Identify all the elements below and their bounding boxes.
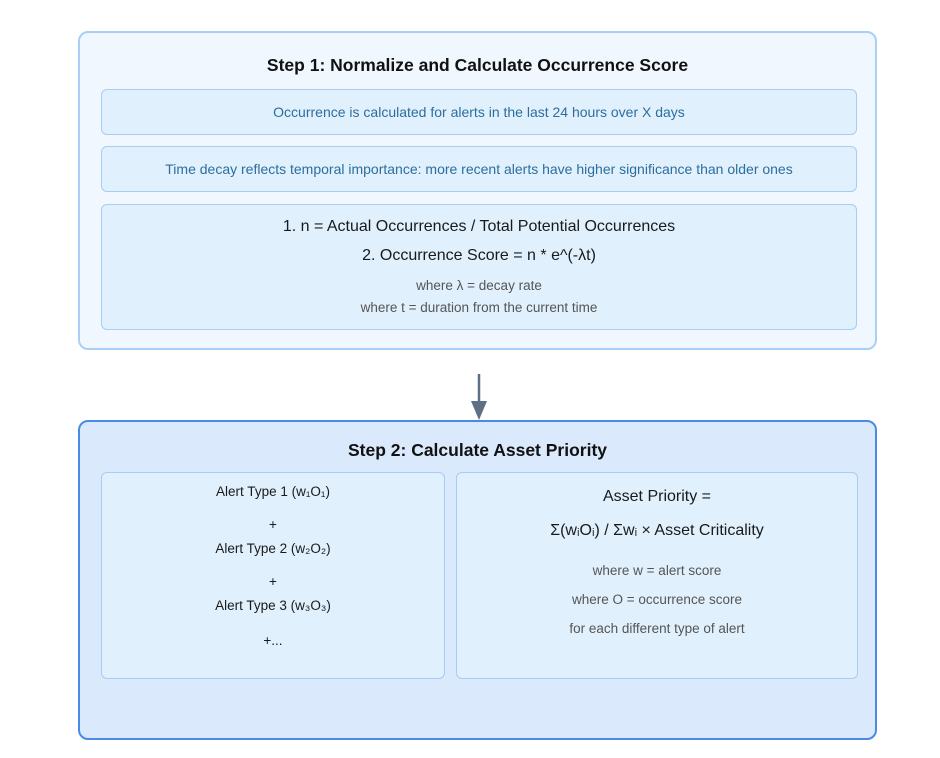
step1-formula-box: 1. n = Actual Occurrences / Total Potent… xyxy=(101,204,857,330)
formula-occurrence-score: 2. Occurrence Score = n * e^(-λt) xyxy=(362,247,596,264)
alert-type-2: Alert Type 2 (w₂O₂) xyxy=(215,541,331,556)
note-text: Occurrence is calculated for alerts in t… xyxy=(273,104,685,120)
asset-priority-label: Asset Priority = xyxy=(602,488,712,505)
arrow-down-icon xyxy=(471,374,487,420)
step2-panel: Step 2: Calculate Asset Priority Alert T… xyxy=(78,420,877,740)
step1-panel: Step 1: Normalize and Calculate Occurren… xyxy=(78,31,877,350)
step1-note-time-decay: Time decay reflects temporal importance:… xyxy=(101,146,857,192)
note-text: Time decay reflects temporal importance:… xyxy=(165,161,793,177)
alert-types-box: Alert Type 1 (w₁O₁) + Alert Type 2 (w₂O₂… xyxy=(101,472,445,679)
step1-title: Step 1: Normalize and Calculate Occurren… xyxy=(266,55,689,75)
definition-o: where O = occurrence score xyxy=(572,592,742,607)
asset-priority-formula: Σ(wᵢOᵢ) / Σwᵢ × Asset Criticality xyxy=(550,522,764,539)
plus-operator: + xyxy=(269,517,277,532)
plus-operator: + xyxy=(269,574,277,589)
definition-scope: for each different type of alert xyxy=(569,621,745,636)
alert-type-3: Alert Type 3 (w₃O₃) xyxy=(215,598,331,613)
plus-ellipsis: +... xyxy=(263,633,283,648)
formula-normalization: 1. n = Actual Occurrences / Total Potent… xyxy=(282,218,676,235)
definition-lambda: where λ = decay rate xyxy=(416,278,542,293)
definition-w: where w = alert score xyxy=(592,563,722,578)
step1-note-occurrence-window: Occurrence is calculated for alerts in t… xyxy=(101,89,857,135)
definition-t: where t = duration from the current time xyxy=(360,300,598,315)
alert-type-1: Alert Type 1 (w₁O₁) xyxy=(216,484,330,499)
step2-title: Step 2: Calculate Asset Priority xyxy=(347,440,608,460)
asset-priority-formula-box: Asset Priority = Σ(wᵢOᵢ) / Σwᵢ × Asset C… xyxy=(456,472,858,679)
